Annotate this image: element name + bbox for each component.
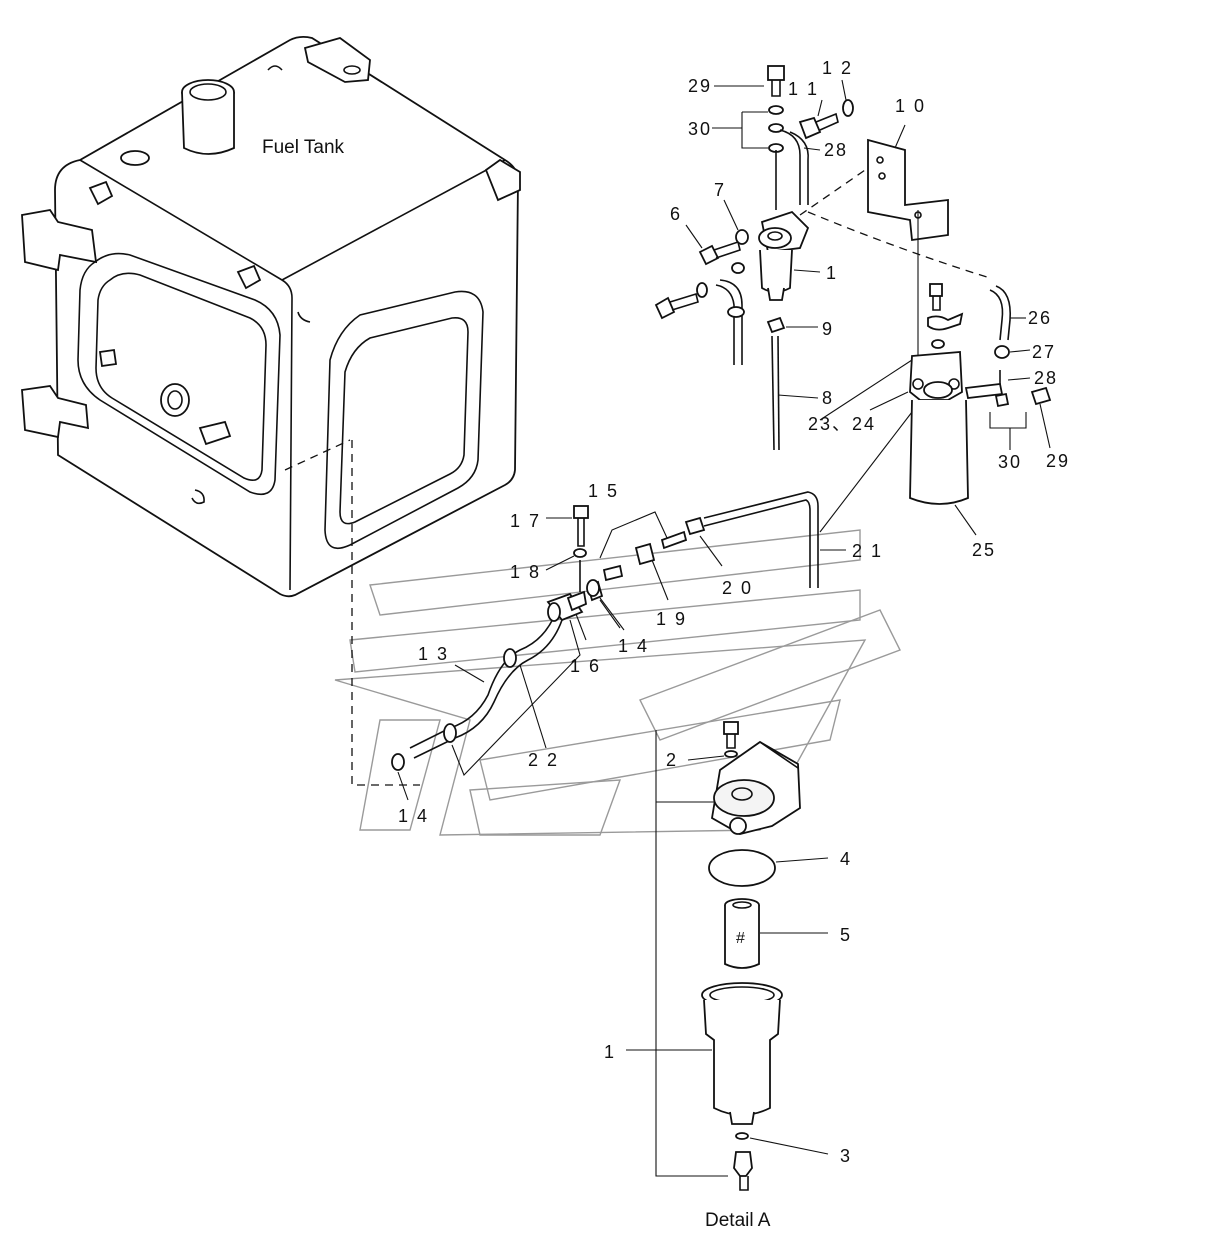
callout-25: 25 [972, 540, 996, 560]
callout-14-a: 1 4 [618, 636, 649, 656]
callout-11: 1 1 [788, 79, 819, 99]
water-separator [819, 210, 1052, 536]
callout-20: 2 0 [722, 578, 753, 598]
detail-a: # [626, 721, 829, 1191]
callout-17: 1 7 [510, 511, 541, 531]
callout-6: 6 [670, 204, 682, 224]
fuel-lines [391, 491, 846, 801]
callout-23-24: 23、24 [808, 414, 876, 434]
callout-4: 4 [840, 849, 852, 869]
callout-19: 1 9 [656, 609, 687, 629]
callout-13: 1 3 [418, 644, 449, 664]
callout-29-top: 29 [688, 76, 712, 96]
callout-30-top: 30 [688, 119, 712, 139]
callout-5: 5 [840, 925, 852, 945]
element-mark: # [736, 930, 745, 947]
callout-1-detail: 1 [604, 1042, 616, 1062]
callout-2: 2 [666, 750, 678, 770]
callout-8: 8 [822, 388, 834, 408]
callout-27: 27 [1032, 342, 1056, 362]
callout-10: 1 0 [895, 96, 926, 116]
watermark [334, 529, 901, 836]
callout-28-right: 28 [1034, 368, 1058, 388]
callouts: 1 1 2 3 4 5 6 7 8 9 1 0 1 1 1 2 1 3 1 4 … [398, 58, 1070, 1166]
callout-18: 1 8 [510, 562, 541, 582]
callout-28-top: 28 [824, 140, 848, 160]
upper-filter-assembly [654, 65, 991, 451]
callout-9: 9 [822, 319, 834, 339]
fuel-tank [21, 35, 521, 598]
callout-16: 1 6 [570, 656, 601, 676]
fuel-tank-title: Fuel Tank [262, 137, 345, 158]
callout-22: 2 2 [528, 750, 559, 770]
callout-1-top: 1 [826, 263, 838, 283]
callout-14-b: 1 4 [398, 806, 429, 826]
callout-12: 1 2 [822, 58, 853, 78]
callout-3: 3 [840, 1146, 852, 1166]
callout-7: 7 [714, 180, 726, 200]
callout-26: 26 [1028, 308, 1052, 328]
callout-29-right: 29 [1046, 451, 1070, 471]
callout-30-right: 30 [998, 452, 1022, 472]
callout-15: 1 5 [588, 481, 619, 501]
callout-21: 2 1 [852, 541, 883, 561]
detail-a-title: Detail A [705, 1210, 771, 1231]
